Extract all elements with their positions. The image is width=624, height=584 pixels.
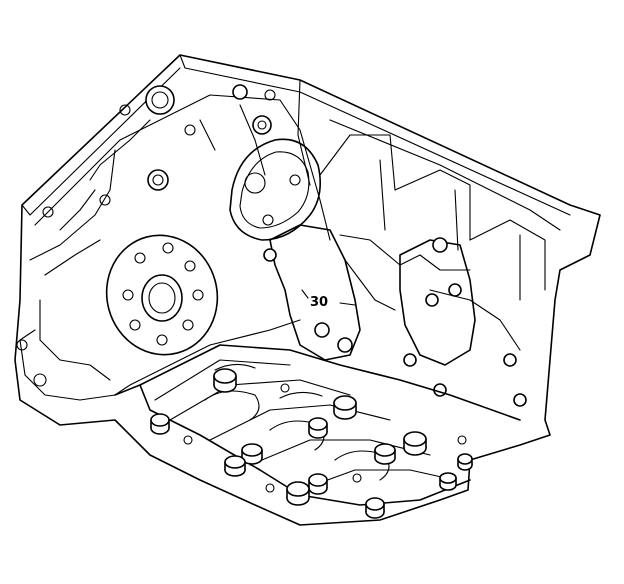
bolt (286, 481, 310, 506)
callout-30: 30 (301, 289, 356, 310)
bolt (439, 472, 457, 491)
bolt (365, 497, 385, 519)
block-outline (14, 54, 601, 526)
bedplate-dowels (183, 383, 467, 493)
bolt (374, 443, 396, 465)
crank-flange (105, 234, 219, 356)
bolt (403, 431, 427, 456)
main-webs (263, 224, 527, 407)
front-face (19, 94, 331, 401)
bedplate (114, 344, 521, 506)
bolt (213, 368, 237, 393)
bolt (333, 395, 357, 420)
bolt (150, 413, 170, 435)
main-bearing-bolts (150, 368, 473, 519)
bolt (241, 443, 263, 465)
bolt (308, 473, 328, 495)
bolt (457, 453, 473, 471)
callout-label: 30 (310, 295, 328, 310)
bolt (308, 417, 328, 439)
front-bosses (16, 84, 276, 387)
cylinder-bank (319, 119, 561, 351)
bolt (224, 455, 246, 477)
timing-opening (229, 138, 321, 241)
